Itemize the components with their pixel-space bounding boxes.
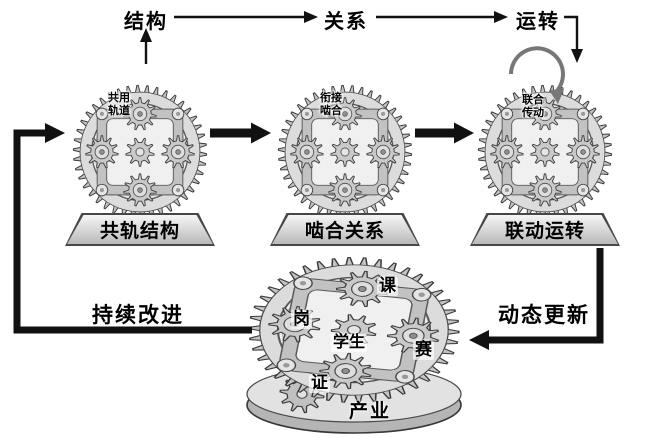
arrow-structure-to-relation-icon xyxy=(304,11,318,23)
stage-2-pedestal: 啮合关系 xyxy=(270,213,420,246)
stage-1-base-label: 共轨结构 xyxy=(99,221,180,242)
core-label-post: 岗 xyxy=(291,309,312,329)
planetary-gear-graphic-3 xyxy=(477,84,613,220)
arrow-left-loop-icon xyxy=(45,123,65,143)
stage-2 xyxy=(277,84,413,225)
stage-2-gear-label: 衔接 啮合 xyxy=(320,92,342,117)
arrow-relation-to-operation-icon xyxy=(494,11,508,23)
stage-3-base-label: 联动运转 xyxy=(504,221,585,242)
top-step-operation: 运转 xyxy=(516,11,560,33)
stage-1-pedestal: 共轨结构 xyxy=(65,213,215,246)
core-label-industry: 产业 xyxy=(349,401,392,422)
feedback-label-left: 持续改进 xyxy=(92,303,184,327)
stage-3 xyxy=(477,84,613,225)
arrow-stage2-to-stage3-icon xyxy=(454,122,474,144)
stage-3-pedestal: 联动运转 xyxy=(470,213,620,246)
stage-3-gear-label: 联合 传动 xyxy=(522,94,544,119)
stage-2-base-label: 啮合关系 xyxy=(304,221,385,242)
planetary-gear-graphic-2 xyxy=(277,84,413,220)
arrow-right-loop-icon xyxy=(469,330,489,350)
arrow-down-from-operation-icon xyxy=(571,49,583,63)
top-step-structure: 结构 xyxy=(124,11,168,33)
stage-1-gear-label: 共用 轨道 xyxy=(108,92,130,117)
feedback-label-right: 动态更新 xyxy=(498,303,590,327)
core-label-course: 课 xyxy=(377,276,398,296)
arrow-stage1-to-stage2-icon xyxy=(251,122,271,144)
core-label-student: 学生 xyxy=(331,334,368,352)
core-label-competition: 赛 xyxy=(413,340,434,360)
top-step-relation: 关系 xyxy=(324,11,368,33)
core-label-certificate: 证 xyxy=(309,373,330,393)
